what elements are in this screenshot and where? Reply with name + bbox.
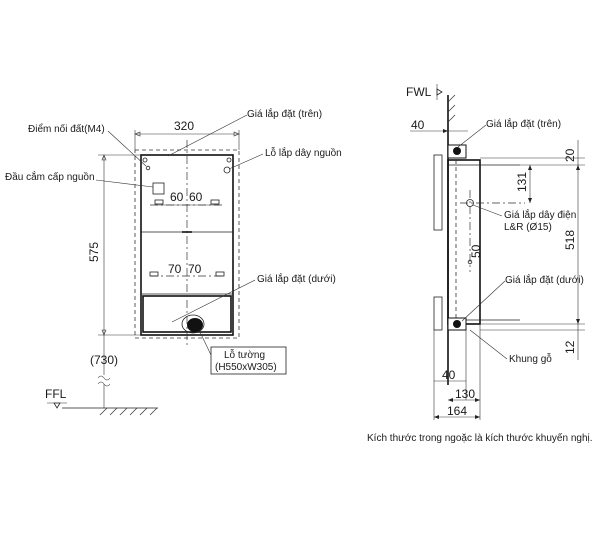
front-plate — [433, 154, 443, 231]
wall-marker-icon — [436, 88, 443, 96]
screw-icon — [226, 157, 232, 163]
label-wire-hole-1: Giá lắp dây điện — [504, 208, 576, 221]
dim-hole-drop: 131 — [515, 172, 529, 192]
label-bracket-bottom: Giá lắp đặt (dưới) — [257, 272, 336, 285]
dim-top-gap: 20 — [563, 148, 577, 162]
wall-label: FWL — [406, 85, 432, 99]
wall-hole-label-box — [210, 346, 287, 375]
label-power-hole: Lỗ lắp dây nguồn — [265, 146, 342, 159]
floor-marker-icon — [53, 402, 61, 409]
dim-width: 320 — [174, 119, 194, 133]
floor-label: FFL — [45, 387, 67, 401]
dim-offset-b-2: 70 — [188, 262, 202, 276]
label-wire-hole-2: L&R (Ø15) — [504, 222, 552, 233]
bottom-bracket-screw — [453, 320, 461, 328]
label-side-bracket-top: Giá lắp đặt (trên) — [486, 117, 561, 130]
label-bracket-top: Giá lắp đặt (trên) — [247, 107, 322, 120]
dim-bottom-gap: 12 — [563, 340, 577, 354]
label-ground-point: Điểm nối đất(M4) — [28, 123, 105, 135]
bracket-slot — [149, 271, 159, 277]
dim-body-height: 518 — [563, 230, 577, 250]
dim-offset-a-2: 60 — [189, 190, 203, 204]
screw-icon — [142, 157, 148, 163]
bracket-point-icon — [467, 259, 473, 265]
dim-offset-a-1: 60 — [170, 190, 184, 204]
lower-plate — [433, 296, 443, 331]
dim-offset-b-1: 70 — [168, 262, 182, 276]
top-bracket-screw — [453, 147, 461, 155]
side-body — [447, 159, 481, 325]
front-view: 320 60 60 70 70 575 (730) FFL Điểm nố — [5, 107, 342, 416]
dim-depth-left: 40 — [442, 368, 456, 382]
power-plug-box — [152, 182, 165, 195]
dim-height: 575 — [87, 242, 101, 262]
footnote: Kích thước trong ngoặc là kích thước khu… — [367, 432, 593, 444]
drain-fitting-icon — [187, 318, 203, 332]
side-view: FWL 20 131 518 12 — [406, 84, 585, 420]
bracket-slot — [215, 271, 225, 277]
ground-point-icon — [145, 165, 151, 171]
dim-install-height: (730) — [90, 353, 118, 367]
label-wall-hole-2: (H550xW305) — [215, 362, 277, 373]
bracket-slot — [210, 199, 220, 205]
dim-depth-total: 164 — [447, 404, 467, 418]
label-frame: Khung gỗ — [509, 352, 552, 365]
dim-depth-body: 130 — [455, 387, 475, 401]
dim-wall-offset-top: 40 — [411, 118, 425, 132]
bracket-slot — [154, 199, 164, 205]
dim-hole: 50 — [469, 244, 483, 258]
power-hole-icon — [223, 166, 231, 174]
label-power-plug: Đầu cắm cấp nguồn — [5, 170, 95, 183]
drain-fitting-ring — [181, 314, 205, 334]
label-side-bracket-bottom: Giá lắp đặt (dưới) — [505, 273, 584, 286]
label-wall-hole-1: Lỗ tường — [224, 348, 265, 361]
